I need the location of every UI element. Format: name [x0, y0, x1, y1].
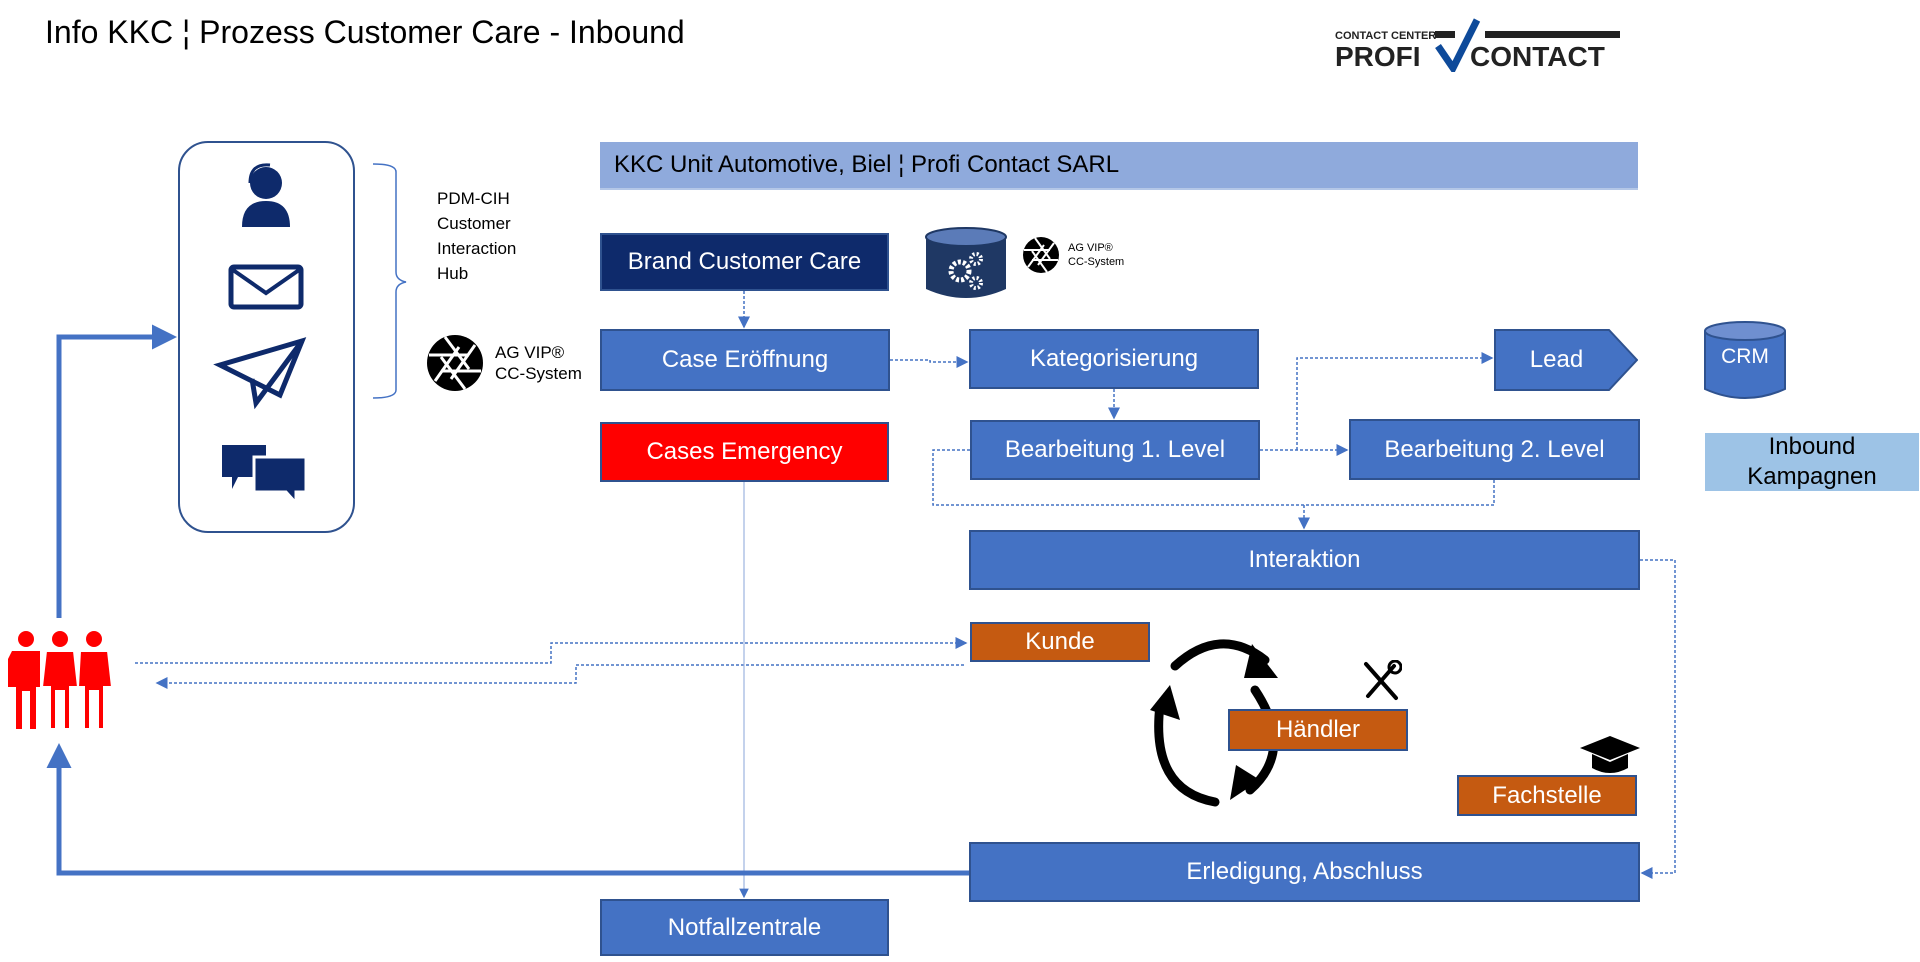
- aperture-icon: [427, 335, 483, 391]
- svg-text:CONTACT CENTER: CONTACT CENTER: [1335, 30, 1436, 42]
- node-kategorisierung[interactable]: Kategorisierung: [969, 329, 1259, 389]
- hub-label: PDM-CIH Customer Interaction Hub: [437, 186, 516, 286]
- node-crm[interactable]: CRM: [1703, 321, 1787, 401]
- node-cases-emergency[interactable]: Cases Emergency: [600, 422, 889, 482]
- crm-label: CRM: [1721, 345, 1769, 368]
- node-case-eroeffnung[interactable]: Case Eröffnung: [600, 329, 890, 391]
- lead-label: Lead: [1529, 346, 1584, 373]
- database-gears-icon: [924, 227, 1008, 306]
- ag-vip-name: AG VIP®: [495, 343, 565, 362]
- ag-vip-system: CC-System: [495, 364, 582, 383]
- svg-text:PROFI: PROFI: [1335, 41, 1421, 72]
- agent-headset-icon: [242, 163, 290, 227]
- hub-label-line: Customer: [437, 214, 511, 233]
- hub-label-line: Interaction: [437, 239, 517, 258]
- unit-header-text: KKC Unit Automotive, Biel ¦ Profi Contac…: [614, 151, 1120, 178]
- node-erledigung-abschluss[interactable]: Erledigung, Abschluss: [969, 842, 1640, 902]
- node-interaktion[interactable]: Interaktion: [969, 530, 1640, 590]
- node-brand-customer-care[interactable]: Brand Customer Care: [600, 233, 889, 291]
- chat-bubbles-icon: [222, 445, 308, 507]
- profi-contact-logo: CONTACT CENTER PROFI CONTACT: [1335, 16, 1625, 75]
- hub-label-line: Hub: [437, 264, 469, 283]
- channel-panel: [178, 141, 355, 533]
- hub-label-line: PDM-CIH: [437, 189, 510, 208]
- ag-vip-logo-small: [1022, 236, 1060, 279]
- unit-header-bar: KKC Unit Automotive, Biel ¦ Profi Contac…: [600, 142, 1638, 190]
- paper-plane-icon: [213, 337, 307, 410]
- page-title: Info KKC ¦ Prozess Customer Care - Inbou…: [45, 14, 685, 50]
- node-notfallzentrale[interactable]: Notfallzentrale: [600, 899, 889, 956]
- customers-group-icon: [8, 631, 114, 730]
- node-fachstelle[interactable]: Fachstelle: [1457, 775, 1637, 816]
- ag-vip-logo: [426, 334, 484, 397]
- graduation-cap-icon: [1580, 736, 1640, 773]
- svg-text:CONTACT: CONTACT: [1470, 41, 1605, 72]
- node-inbound-kampagnen[interactable]: Inbound Kampagnen: [1705, 433, 1919, 491]
- node-bearbeitung-2-level[interactable]: Bearbeitung 2. Level: [1349, 419, 1640, 480]
- ag-vip-name: AG VIP®: [1068, 242, 1113, 254]
- ag-vip-text: AG VIP® CC-System: [495, 342, 582, 384]
- node-kunde[interactable]: Kunde: [970, 622, 1150, 662]
- node-bearbeitung-1-level[interactable]: Bearbeitung 1. Level: [970, 420, 1260, 480]
- tools-icon: [1364, 660, 1402, 700]
- ag-vip-text-small: AG VIP® CC-System: [1068, 241, 1124, 269]
- envelope-icon: [228, 264, 304, 310]
- node-haendler[interactable]: Händler: [1228, 709, 1408, 751]
- aperture-icon: [1023, 237, 1059, 273]
- node-lead[interactable]: Lead: [1494, 329, 1638, 391]
- ag-vip-system: CC-System: [1068, 256, 1125, 268]
